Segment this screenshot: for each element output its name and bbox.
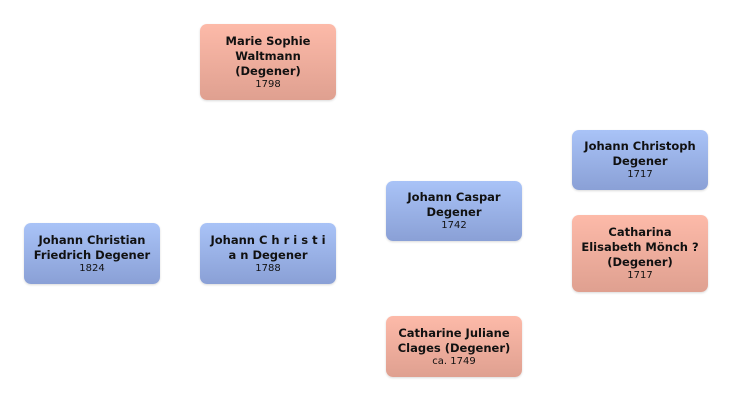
person-johann-christian[interactable]: Johann C h r i s t i a n Degener 1788 — [200, 223, 336, 284]
person-year: 1742 — [441, 220, 467, 231]
person-name: Marie Sophie Waltmann (Degener) — [225, 33, 311, 78]
person-year: ca. 1749 — [432, 355, 476, 367]
person-catharina-elisabeth[interactable]: Catharina Elisabeth Mönch ? (Degener) 17… — [572, 215, 708, 292]
person-year: 1824 — [79, 262, 105, 274]
person-johann-christoph[interactable]: Johann Christoph Degener 1717 — [572, 130, 708, 190]
person-name: Johann Caspar Degener — [407, 190, 501, 219]
person-year: 1717 — [627, 270, 653, 281]
person-name: Johann Christian Friedrich Degener — [33, 232, 151, 262]
person-year: 1798 — [255, 78, 281, 90]
person-name: Catharine Juliane Clages (Degener) — [397, 325, 511, 355]
person-name: Johann C h r i s t i a n Degener — [210, 232, 326, 262]
person-marie-sophie-waltmann[interactable]: Marie Sophie Waltmann (Degener) 1798 — [200, 24, 336, 100]
person-johann-caspar[interactable]: Johann Caspar Degener 1742 — [386, 181, 522, 241]
person-johann-christian-friedrich[interactable]: Johann Christian Friedrich Degener 1824 — [24, 223, 160, 284]
person-catharine-juliane[interactable]: Catharine Juliane Clages (Degener) ca. 1… — [386, 316, 522, 377]
person-year: 1788 — [255, 262, 281, 274]
person-year: 1717 — [627, 169, 653, 180]
person-name: Johann Christoph Degener — [584, 139, 696, 168]
person-name: Catharina Elisabeth Mönch ? (Degener) — [581, 225, 699, 269]
